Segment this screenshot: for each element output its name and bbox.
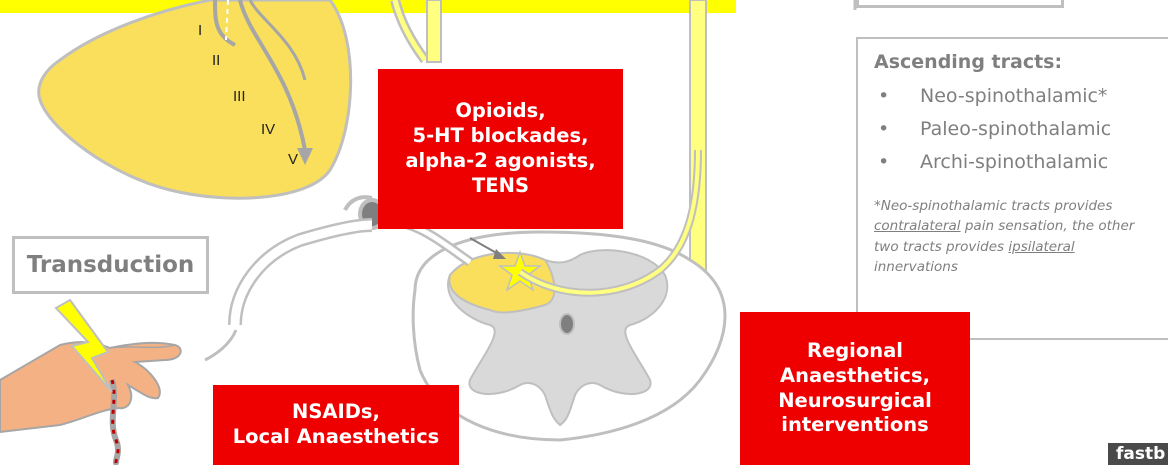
dorsal-horn-enlarged	[39, 0, 351, 198]
regional-line: Neurosurgical	[778, 389, 932, 414]
lamina-label-3: III	[233, 88, 246, 105]
bullet-icon: •	[874, 118, 920, 140]
tract-name: Archi-spinothalamic	[920, 151, 1108, 173]
tract-middle-column	[427, 0, 441, 62]
lamina-label-4: IV	[261, 121, 275, 138]
regional-line: Anaesthetics,	[780, 364, 930, 389]
footnote-ipsilateral: ipsilateral	[1008, 239, 1074, 255]
bullet-icon: •	[874, 85, 920, 107]
nsaids-line: Local Anaesthetics	[233, 425, 440, 450]
tract-name: Paleo-spinothalamic	[920, 118, 1111, 140]
opioids-intervention-box: Opioids, 5-HT blockades, alpha-2 agonist…	[378, 69, 623, 229]
logo-watermark: fastb	[1108, 443, 1168, 465]
tract-list-item: • Archi-spinothalamic	[874, 145, 1168, 178]
regional-line: interventions	[781, 413, 928, 438]
opioids-line: 5-HT blockades,	[413, 124, 589, 149]
lamina-label-1: I	[198, 22, 202, 39]
regional-line: Regional	[807, 339, 903, 364]
nerve-to-hand	[205, 330, 236, 360]
ascending-tracts-panel: Ascending tracts: • Neo-spinothalamic* •…	[856, 37, 1168, 340]
footnote-contralateral: contralateral	[874, 218, 961, 234]
central-canal	[560, 314, 574, 334]
tract-name: Neo-spinothalamic*	[920, 85, 1107, 107]
opioids-line: alpha-2 agonists,	[405, 149, 595, 174]
lamina-label-5: V	[288, 151, 298, 168]
opioids-line: Opioids,	[455, 99, 545, 124]
footnote-text: *Neo-spinothalamic tracts provides	[874, 198, 1112, 214]
footnote-text: innervations	[874, 259, 958, 275]
lamina-label-2: II	[212, 52, 220, 69]
regional-intervention-box: Regional Anaesthetics, Neurosurgical int…	[740, 312, 970, 465]
peripheral-nerve-inner	[235, 225, 372, 325]
tract-list-item: • Neo-spinothalamic*	[874, 79, 1168, 112]
nsaids-line: NSAIDs,	[292, 400, 380, 425]
bullet-icon: •	[874, 151, 920, 173]
tracts-footnote: *Neo-spinothalamic tracts provides contr…	[874, 196, 1154, 277]
top-right-frame	[856, 0, 1064, 8]
ascending-tracts-title: Ascending tracts:	[874, 51, 1168, 73]
transduction-label: Transduction	[12, 236, 209, 294]
tract-list-item: • Paleo-spinothalamic	[874, 112, 1168, 145]
opioids-line: TENS	[472, 174, 529, 199]
nsaids-intervention-box: NSAIDs, Local Anaesthetics	[213, 385, 459, 465]
